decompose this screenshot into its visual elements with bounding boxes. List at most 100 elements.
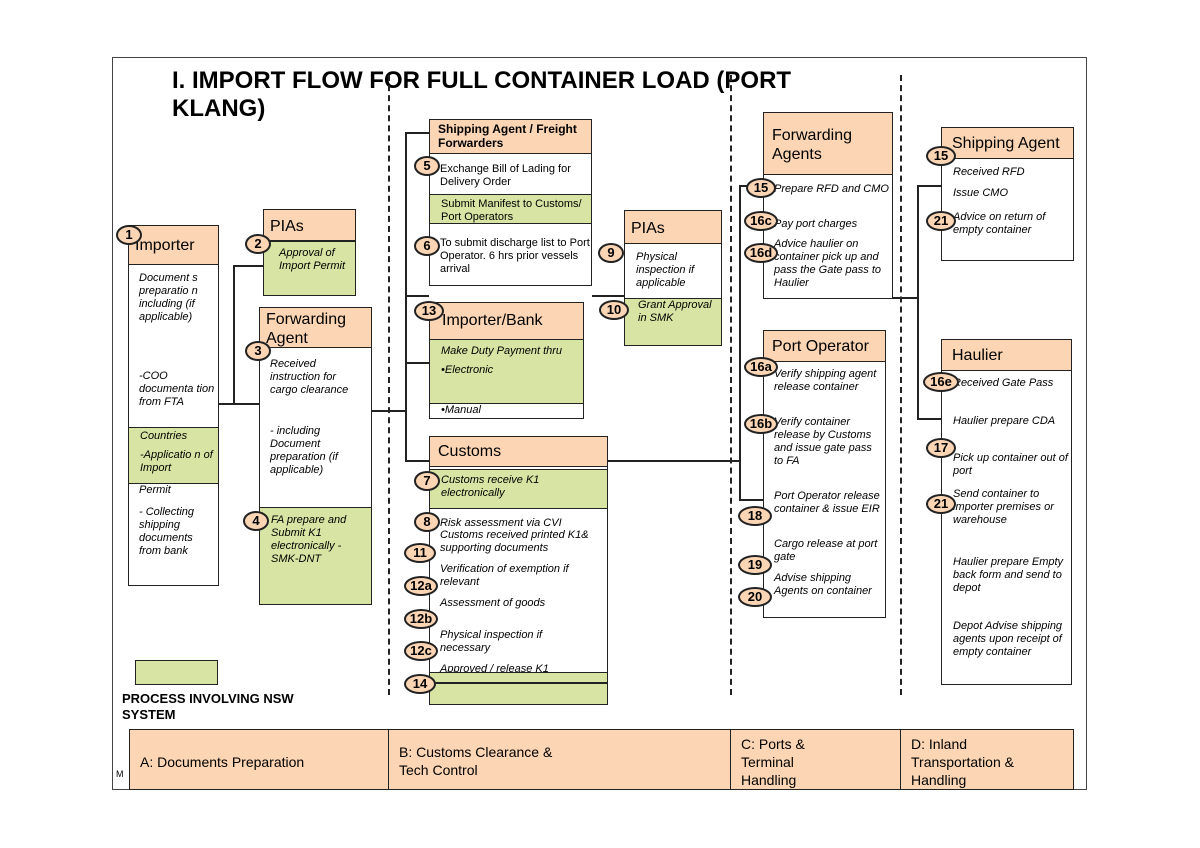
connector <box>739 185 741 500</box>
fwd-agents2-line-2: Pay port charges <box>774 218 858 230</box>
zone-c-label: C: Ports & Terminal Handling <box>730 729 901 790</box>
step-badge-12c: 12c <box>404 641 438 661</box>
haulier-line-4: Send container to importer premises or w… <box>953 488 1054 526</box>
step-badge-11: 11 <box>404 543 436 563</box>
connector <box>592 295 624 297</box>
step-badge-1: 1 <box>116 225 142 245</box>
fwd-agents2-line-1: Prepare RFD and CMO <box>774 183 889 195</box>
connector <box>218 403 234 405</box>
connector <box>372 410 406 412</box>
importer-green-block: Countries -Applicatio n of Import <box>128 427 219 484</box>
connector <box>892 297 918 299</box>
step-badge-9: 9 <box>598 243 624 263</box>
pias1-header: PIAs <box>263 209 356 241</box>
customs-line-5: Physical inspection if necessary <box>440 629 543 654</box>
fwd-agents2-box <box>763 174 893 299</box>
port-operator-line-3: Port Operator release container & issue … <box>774 490 880 515</box>
connector <box>608 460 740 462</box>
step-badge-16d: 16d <box>744 243 778 263</box>
customs-header: Customs <box>429 436 608 467</box>
step-badge-3: 3 <box>245 341 271 361</box>
port-operator-line-4: Cargo release at port gate <box>774 538 878 563</box>
zone-d-label: D: Inland Transportation & Handling <box>900 729 1074 790</box>
haulier-line-5: Haulier prepare Empty back form and send… <box>953 556 1064 594</box>
haulier-box <box>941 370 1072 685</box>
zone-a-label: A: Documents Preparation <box>129 729 389 790</box>
legend-line-1: PROCESS INVOLVING NSW <box>122 691 294 706</box>
importer-text-3: Permit <box>139 484 171 496</box>
step-badge-8: 8 <box>414 512 440 532</box>
fwd-agents2-line-3: Advice haulier on container pick up and … <box>774 238 882 289</box>
importer-text-2: -COO documenta tion from FTA <box>139 370 215 408</box>
connector <box>233 265 263 267</box>
port-operator-line-2: Verify container release by Customs and … <box>774 416 872 467</box>
step-badge-20: 20 <box>738 587 772 607</box>
step-badge-15-fwd: 15 <box>746 178 776 198</box>
importer-green-1: Countries <box>140 430 188 442</box>
step-badge-13: 13 <box>414 301 444 321</box>
haulier-line-1: Received Gate Pass <box>953 377 1054 389</box>
step-badge-15-sa: 15 <box>926 146 956 166</box>
legend-line-2: SYSTEM <box>122 707 176 722</box>
connector <box>405 132 407 462</box>
zone-b-label: B: Customs Clearance & Tech Control <box>388 729 731 790</box>
fwd-agent-header: Forwarding Agent <box>259 307 372 348</box>
shipping-agent2-line-2: Issue CMO <box>953 187 1009 199</box>
shipping-agent2-header: Shipping Agent <box>941 127 1074 159</box>
customs-green-bottom <box>429 672 608 705</box>
pias1-approval: Approval of Import Permit <box>263 241 356 296</box>
step-badge-6: 6 <box>414 236 440 256</box>
importer-header: Importer <box>128 225 219 265</box>
importer-bank-line-1: Make Duty Payment thru <box>441 345 563 357</box>
haulier-header: Haulier <box>941 339 1072 371</box>
step-badge-16c: 16c <box>744 211 778 231</box>
customs-line-1: Risk assessment via CVI <box>440 517 562 529</box>
step-badge-16b: 16b <box>744 414 778 434</box>
port-operator-line-1: Verify shipping agent release container <box>774 368 877 393</box>
haulier-line-3: Pick up container out of port <box>953 452 1068 477</box>
connector <box>917 185 941 187</box>
step-badge-4: 4 <box>243 511 269 531</box>
fwd-agent-text-2: - including Document preparation (if app… <box>270 425 338 476</box>
shipping-agent-ff-green: Submit Manifest to Customs/ Port Operato… <box>429 194 592 224</box>
pias2-text: Physical inspection if applicable <box>636 251 695 289</box>
shipping-agent2-line-3: Advice on return of empty container <box>953 211 1046 236</box>
customs-line-4: Assessment of goods <box>440 597 546 609</box>
customs-green-k1: Customs receive K1 electronically <box>429 469 608 509</box>
pias2-header: PIAs <box>624 210 722 244</box>
step-badge-21-sa: 21 <box>926 211 956 231</box>
shipping-agent2-box <box>941 158 1074 261</box>
zone-divider-ab <box>388 75 390 695</box>
importer-text-1: Document s preparatio n including (if ap… <box>139 272 198 323</box>
step-badge-12a: 12a <box>404 576 438 596</box>
connector <box>917 418 941 420</box>
step-badge-19: 19 <box>738 555 772 575</box>
step-badge-17: 17 <box>926 438 956 458</box>
connector <box>917 185 919 420</box>
step-badge-12b: 12b <box>404 609 438 629</box>
step-badge-14: 14 <box>404 674 436 694</box>
connector <box>233 403 261 405</box>
diagram-title: I. IMPORT FLOW FOR FULL CONTAINER LOAD (… <box>172 67 892 123</box>
importer-green-2: -Applicatio n of Import <box>140 449 213 474</box>
title-line-2: KLANG) <box>172 95 266 122</box>
corner-letter: M <box>116 769 124 779</box>
shipping-agent-ff-text-2: To submit discharge list to Port Operato… <box>440 237 590 275</box>
step-badge-21-haulier: 21 <box>926 494 956 514</box>
connector <box>233 265 235 405</box>
step-badge-7: 7 <box>414 471 440 491</box>
legend-label: PROCESS INVOLVING NSW SYSTEM <box>122 691 382 723</box>
legend-swatch <box>135 660 218 685</box>
step-badge-16a: 16a <box>744 357 778 377</box>
connector <box>739 499 763 501</box>
customs-divider <box>429 682 608 684</box>
shipping-agent2-line-1: Received RFD <box>953 166 1025 178</box>
fwd-agents2-header: Forwarding Agents <box>763 112 893 175</box>
importer-bank-header: Importer/Bank <box>429 302 584 340</box>
fwd-agent-green-k1: FA prepare and Submit K1 electronically … <box>259 507 372 605</box>
step-badge-16e: 16e <box>923 372 959 392</box>
connector <box>405 362 429 364</box>
connector <box>405 132 429 134</box>
importer-box <box>128 263 219 586</box>
shipping-agent-ff-text-1: Exchange Bill of Lading for Delivery Ord… <box>440 163 571 188</box>
